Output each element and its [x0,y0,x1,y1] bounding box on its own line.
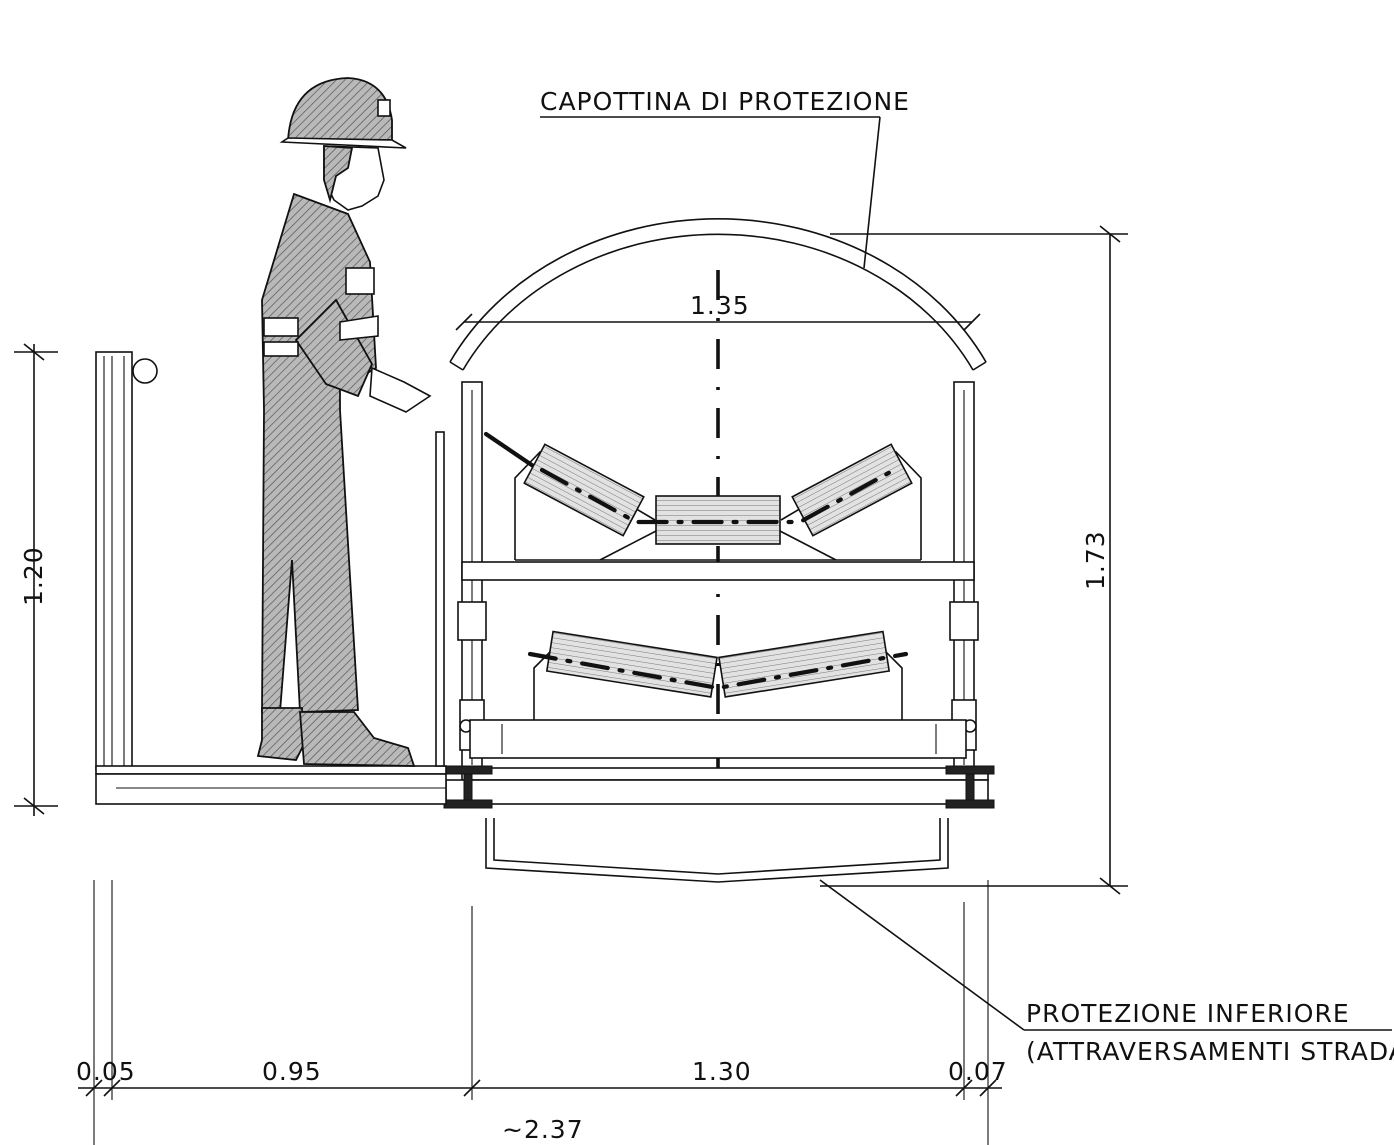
dim-railing-offset-value: 0.05 [76,1057,136,1086]
walkway [95,351,447,805]
roof-cover-label: CAPOTTINA DI PROTEZIONE [540,87,910,116]
dim-total-height: 1.73 [820,225,1128,895]
dim-walkway-height: 1.20 [14,343,58,816]
dim-extension-lines [93,880,989,1145]
bottom-guard-label-line1: PROTEZIONE INFERIORE [1026,999,1350,1028]
dim-roof-width-value: 1.35 [690,291,750,320]
return-idler-station [469,630,967,759]
dim-roof-width: 1.35 [455,291,981,331]
dim-overall-width-value: ~2.37 [502,1115,584,1144]
bottom-guard-callout: PROTEZIONE INFERIORE (ATTRAVERSAMENTI ST… [819,879,1394,1066]
dim-side-clearance-value: 0.07 [948,1057,1008,1086]
worker-figure [256,77,432,767]
dim-bottom-chain: 0.05 0.95 1.30 0.07 [76,1057,1008,1097]
base-structure [443,765,995,809]
dim-conveyor-width-value: 1.30 [692,1057,752,1086]
upper-idler-station [461,443,975,581]
dim-walkway-height-value: 1.20 [19,546,48,606]
bottom-guard-label-line2: (ATTRAVERSAMENTI STRADALI) [1026,1037,1394,1066]
roof-cover-callout: CAPOTTINA DI PROTEZIONE [540,87,910,269]
bottom-guard [485,818,949,883]
roof-cover [449,218,987,371]
dim-walkway-width-value: 0.95 [262,1057,322,1086]
dim-total-height-value: 1.73 [1081,530,1110,590]
